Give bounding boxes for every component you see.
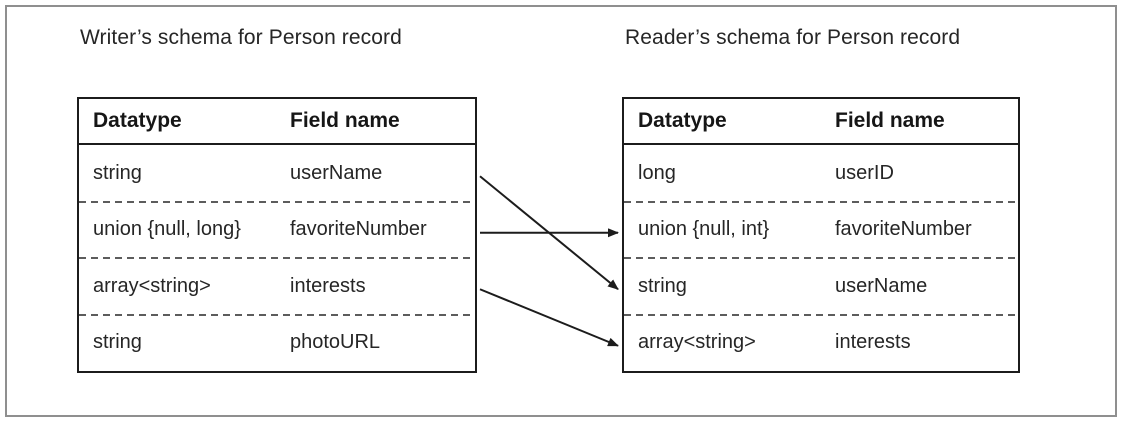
interests-mapping-arrow [479, 288, 619, 347]
writer-header-field-name: Field name [290, 109, 400, 132]
writer-table-header: Datatype Field name [79, 99, 475, 145]
reader-table-body: long userID union {null, int} favoriteNu… [624, 145, 1018, 371]
writer-table-body: string userName union {null, long} favor… [79, 145, 475, 371]
datatype-cell: array<string> [638, 331, 756, 354]
field-name-cell: interests [290, 274, 366, 297]
field-name-cell: favoriteNumber [290, 218, 427, 241]
field-name-cell: userName [835, 274, 928, 297]
datatype-cell: union {null, int} [638, 218, 770, 241]
datatype-cell: union {null, long} [93, 218, 241, 241]
datatype-cell: array<string> [93, 274, 211, 297]
reader-row-userID: long userID [624, 145, 1018, 202]
datatype-cell: string [93, 331, 142, 354]
reader-table-header: Datatype Field name [624, 99, 1018, 145]
writer-row-favoriteNumber: union {null, long} favoriteNumber [79, 200, 475, 259]
field-name-cell: interests [835, 331, 911, 354]
reader-row-interests: array<string> interests [624, 313, 1018, 372]
writer-row-interests: array<string> interests [79, 257, 475, 315]
datatype-cell: string [638, 274, 687, 297]
userName-mapping-arrow [479, 175, 619, 291]
writer-header-datatype: Datatype [93, 109, 182, 132]
writer-schema-title: Writer’s schema for Person record [80, 26, 402, 49]
reader-header-datatype: Datatype [638, 109, 727, 132]
writer-row-photoURL: string photoURL [79, 313, 475, 372]
datatype-cell: string [93, 161, 142, 184]
writer-schema-table: Datatype Field name string userName unio… [77, 97, 477, 373]
field-name-cell: userID [835, 161, 894, 184]
reader-row-userName: string userName [624, 257, 1018, 315]
reader-schema-title: Reader’s schema for Person record [625, 26, 961, 49]
field-name-cell: favoriteNumber [835, 218, 972, 241]
writer-row-userName: string userName [79, 145, 475, 202]
reader-row-favoriteNumber: union {null, int} favoriteNumber [624, 200, 1018, 259]
datatype-cell: long [638, 161, 676, 184]
reader-schema-table: Datatype Field name long userID union {n… [622, 97, 1020, 373]
field-name-cell: photoURL [290, 331, 381, 354]
reader-header-field-name: Field name [835, 109, 945, 132]
field-name-cell: userName [290, 161, 383, 184]
